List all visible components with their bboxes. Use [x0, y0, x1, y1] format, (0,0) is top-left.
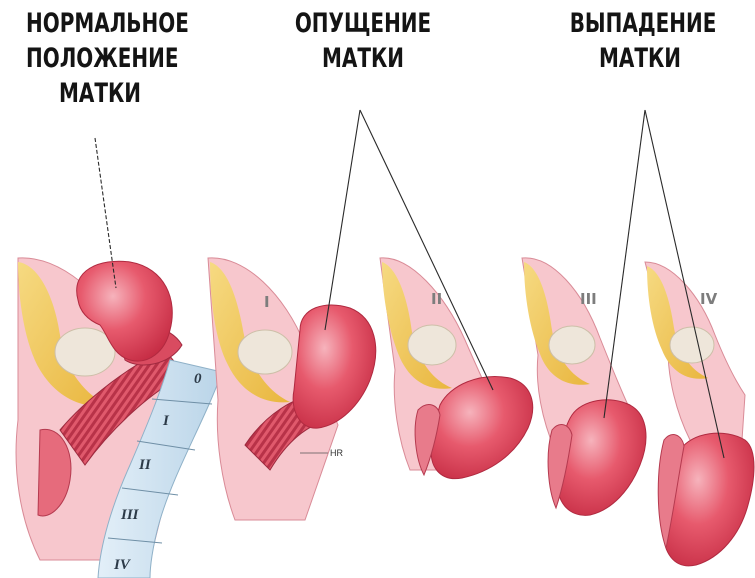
uterus-stage-3 [558, 400, 646, 516]
scale-label-1: I [163, 413, 169, 430]
panel-stage-2 [380, 258, 533, 479]
heading-line: ВЫПАДЕНИЕ [570, 6, 711, 41]
stage-label-2: II [431, 290, 442, 308]
hr-annotation: HR [330, 448, 343, 458]
scale-label-2: II [139, 457, 151, 474]
heading-line: МАТКИ [26, 76, 174, 111]
bladder [408, 325, 456, 365]
bladder [549, 326, 595, 364]
pointer-descent-a [325, 110, 360, 330]
heading-uterine-descent: ОПУЩЕНИЕ МАТКИ [293, 6, 434, 76]
pointer-prolapse-a [604, 110, 645, 418]
heading-line: ОПУЩЕНИЕ [293, 6, 434, 41]
heading-line: ПОЛОЖЕНИЕ [26, 41, 174, 76]
bladder [238, 330, 292, 374]
scale-label-0: 0 [194, 371, 202, 388]
scale-label-3: III [121, 507, 139, 524]
heading-normal-position: НОРМАЛЬНОЕ ПОЛОЖЕНИЕ МАТКИ [26, 6, 174, 111]
panel-stage-1 [208, 258, 376, 520]
bladder [670, 327, 714, 363]
stage-label-4: IV [700, 290, 717, 308]
heading-line: МАТКИ [293, 41, 434, 76]
heading-line: НОРМАЛЬНОЕ [26, 6, 174, 41]
uterus-stage-1 [293, 305, 376, 428]
heading-line: МАТКИ [570, 41, 711, 76]
scale-label-4: IV [114, 557, 130, 574]
stage-label-3: III [580, 290, 597, 308]
stage-label-1: I [264, 293, 270, 311]
heading-uterine-prolapse: ВЫПАДЕНИЕ МАТКИ [570, 6, 711, 76]
